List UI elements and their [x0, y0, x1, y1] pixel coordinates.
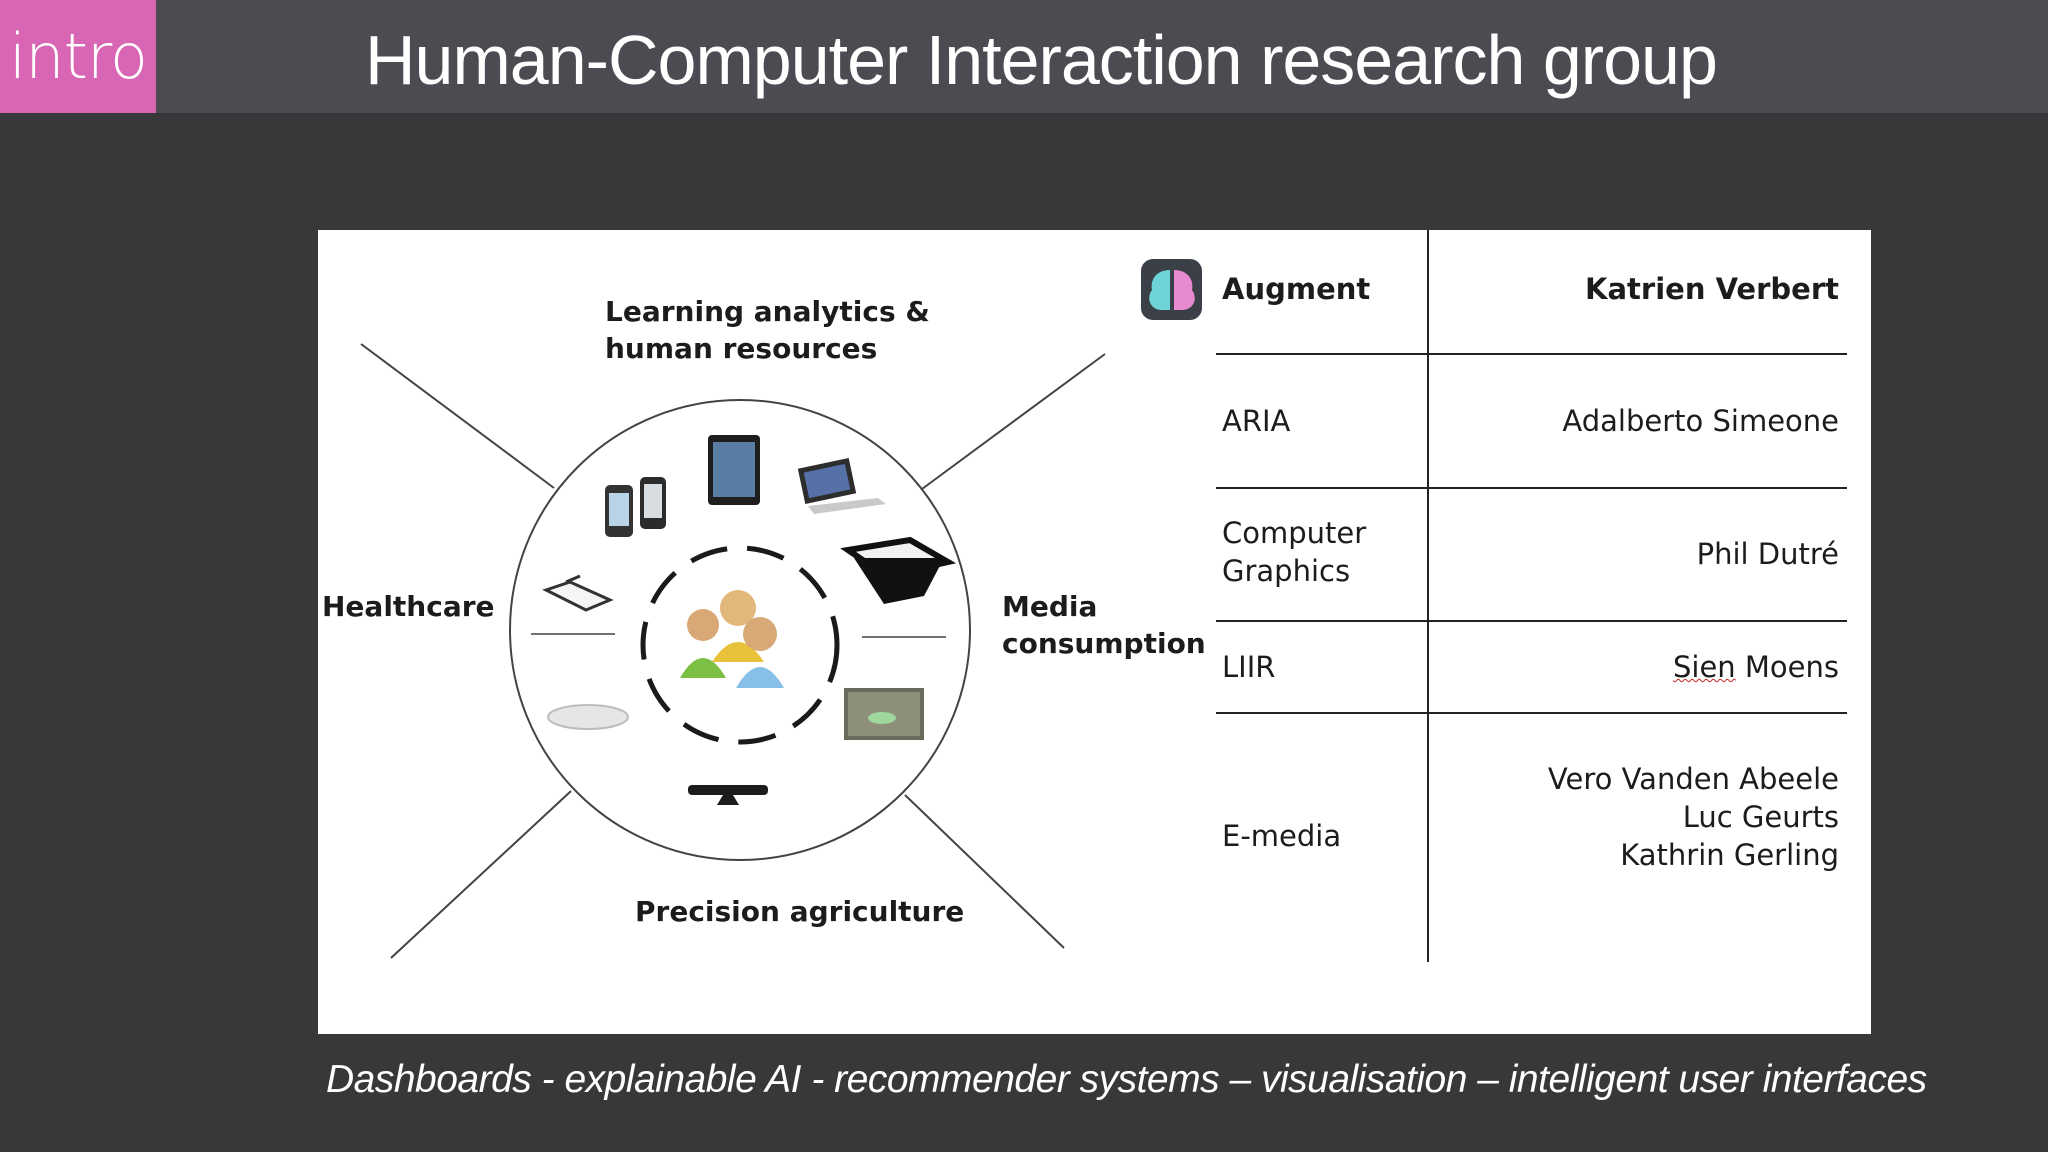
- domain-label-right: Media consumption: [1002, 588, 1202, 662]
- research-topics: Dashboards - explainable AI - recommende…: [326, 1055, 2046, 1105]
- table-header-lead: Katrien Verbert: [1448, 270, 1839, 308]
- title-bar: intro Human-Computer Interaction researc…: [0, 0, 2048, 113]
- people-group-icon: [680, 590, 784, 688]
- table-row-lead: Adalberto Simeone: [1448, 402, 1839, 440]
- lead-name: Sien: [1673, 650, 1736, 684]
- smartphones-icon: [605, 477, 666, 537]
- lead-name: Kathrin Gerling: [1448, 836, 1839, 874]
- depth-camera-icon: [688, 785, 768, 805]
- lead-name: Luc Geurts: [1448, 798, 1839, 836]
- pen-tablet-icon: [546, 576, 610, 610]
- section-tag: intro: [0, 0, 156, 113]
- mouse-icon: [548, 705, 628, 729]
- gesture-surface-icon: [844, 688, 924, 740]
- table-row-leads: Vero Vanden Abeele Luc Geurts Kathrin Ge…: [1448, 760, 1839, 874]
- augment-brain-logo: [1141, 259, 1202, 320]
- table-row-lead: Phil Dutré: [1448, 535, 1839, 573]
- table-row-group: ARIA: [1222, 402, 1290, 440]
- domain-label-top: Learning analytics & human resources: [605, 293, 935, 367]
- tabletop-display-icon: [848, 540, 948, 604]
- content-panel: Learning analytics & human resources Hea…: [318, 230, 1871, 1034]
- table-row-group: Computer Graphics: [1222, 514, 1366, 590]
- domain-label-bottom: Precision agriculture: [635, 893, 964, 930]
- laptop-icon: [798, 458, 886, 514]
- slide-title: Human-Computer Interaction research grou…: [365, 0, 1717, 113]
- tablet-icon: [708, 435, 760, 505]
- domain-label-left: Healthcare: [322, 588, 495, 625]
- table-row-group: E-media: [1222, 817, 1341, 855]
- table-header-group: Augment: [1222, 270, 1370, 308]
- table-row-lead: Sien Moens: [1448, 648, 1839, 686]
- table-row-group: LIIR: [1222, 648, 1275, 686]
- lead-name: Vero Vanden Abeele: [1448, 760, 1839, 798]
